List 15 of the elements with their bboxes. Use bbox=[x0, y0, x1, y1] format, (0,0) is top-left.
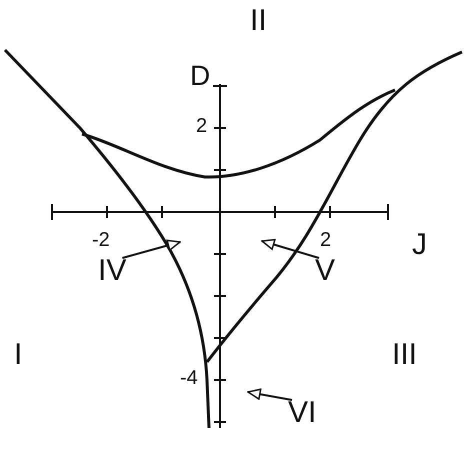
region-label: III bbox=[392, 340, 418, 370]
region-label: IV bbox=[98, 256, 126, 286]
axis-label: D bbox=[190, 62, 210, 90]
region-label: VI bbox=[288, 398, 316, 428]
leader-line bbox=[261, 238, 320, 259]
tick-label: -4 bbox=[180, 368, 198, 388]
leader-line bbox=[122, 240, 181, 259]
leader-line bbox=[247, 388, 292, 401]
region-label: V bbox=[315, 256, 336, 286]
region-label: II bbox=[250, 6, 267, 36]
tick-label: 2 bbox=[320, 230, 332, 250]
tick-label: 2 bbox=[196, 116, 208, 136]
region-label: I bbox=[14, 340, 22, 370]
tick-label: -2 bbox=[92, 230, 110, 250]
axis-label: J bbox=[412, 230, 427, 260]
